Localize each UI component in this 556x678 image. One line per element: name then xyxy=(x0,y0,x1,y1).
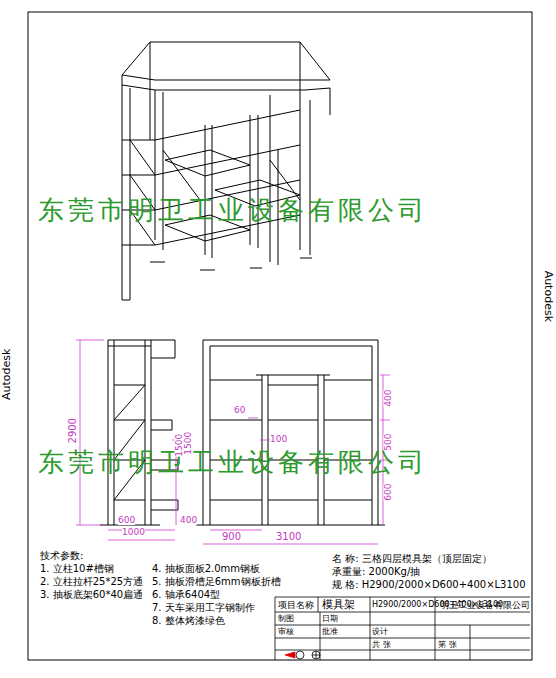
watermark: Autodesk xyxy=(1,349,14,400)
cell: 制图 xyxy=(278,614,294,623)
title-block xyxy=(275,597,530,660)
dimension: 500 xyxy=(383,434,393,451)
front-view xyxy=(196,340,385,525)
dimension: 1000 xyxy=(122,527,145,537)
cell: 审核 xyxy=(278,627,294,636)
dimension: 600 xyxy=(118,515,135,525)
dimension: 600 xyxy=(383,484,393,501)
watermark: 东莞市明卫工业设备有限公司 xyxy=(38,448,428,478)
note: 6. 轴承6404型 xyxy=(152,589,220,601)
note-heading: 技术参数: xyxy=(40,550,83,562)
iso-rack xyxy=(122,42,330,300)
dimension: 900 xyxy=(222,531,241,543)
note: 3. 抽板底架60*40扁通 xyxy=(40,589,143,601)
cell: 设计 xyxy=(372,627,388,636)
spec: 承重量: 2000Kg/抽 xyxy=(332,566,420,578)
dimension-lines xyxy=(76,340,390,544)
spec: 规 格: H2900/2000×D600+400×L3100 xyxy=(332,579,526,591)
cell: 日期 xyxy=(322,614,338,623)
cell: 明卫工业设备有限公司 xyxy=(440,600,530,610)
dimension: 3100 xyxy=(276,531,301,543)
cell: 第 张 xyxy=(438,640,457,649)
cell: 共 张 xyxy=(372,640,391,649)
dimension: 400 xyxy=(180,515,197,525)
dimension: 2900 xyxy=(67,418,79,443)
spec: 名 称: 三格四层模具架（顶层固定） xyxy=(332,553,492,565)
cell: 项目名称 xyxy=(278,600,314,610)
dimension: 1500 xyxy=(183,432,193,455)
cell: 模具架 xyxy=(322,599,355,612)
note: 8. 整体烤漆绿色 xyxy=(152,615,225,627)
frame xyxy=(28,12,532,660)
note: 5. 抽板滑槽足6mm钢板折槽 xyxy=(152,576,281,588)
note: 2. 立柱拉杆25*25方通 xyxy=(40,576,143,588)
dimension: 400 xyxy=(383,390,393,407)
dimension: 60 xyxy=(234,405,245,415)
watermark: Autodesk xyxy=(541,271,554,322)
side-view xyxy=(100,340,178,525)
note: 1. 立柱10#槽钢 xyxy=(40,563,114,575)
note: 4. 抽板面板2.0mm钢板 xyxy=(152,563,260,575)
dimension: 100 xyxy=(270,434,287,444)
cell: 批准 xyxy=(322,627,338,636)
watermark: 东莞市明卫工业设备有限公司 xyxy=(38,196,428,226)
note: 7. 天车采用工字钢制作 xyxy=(152,602,255,614)
